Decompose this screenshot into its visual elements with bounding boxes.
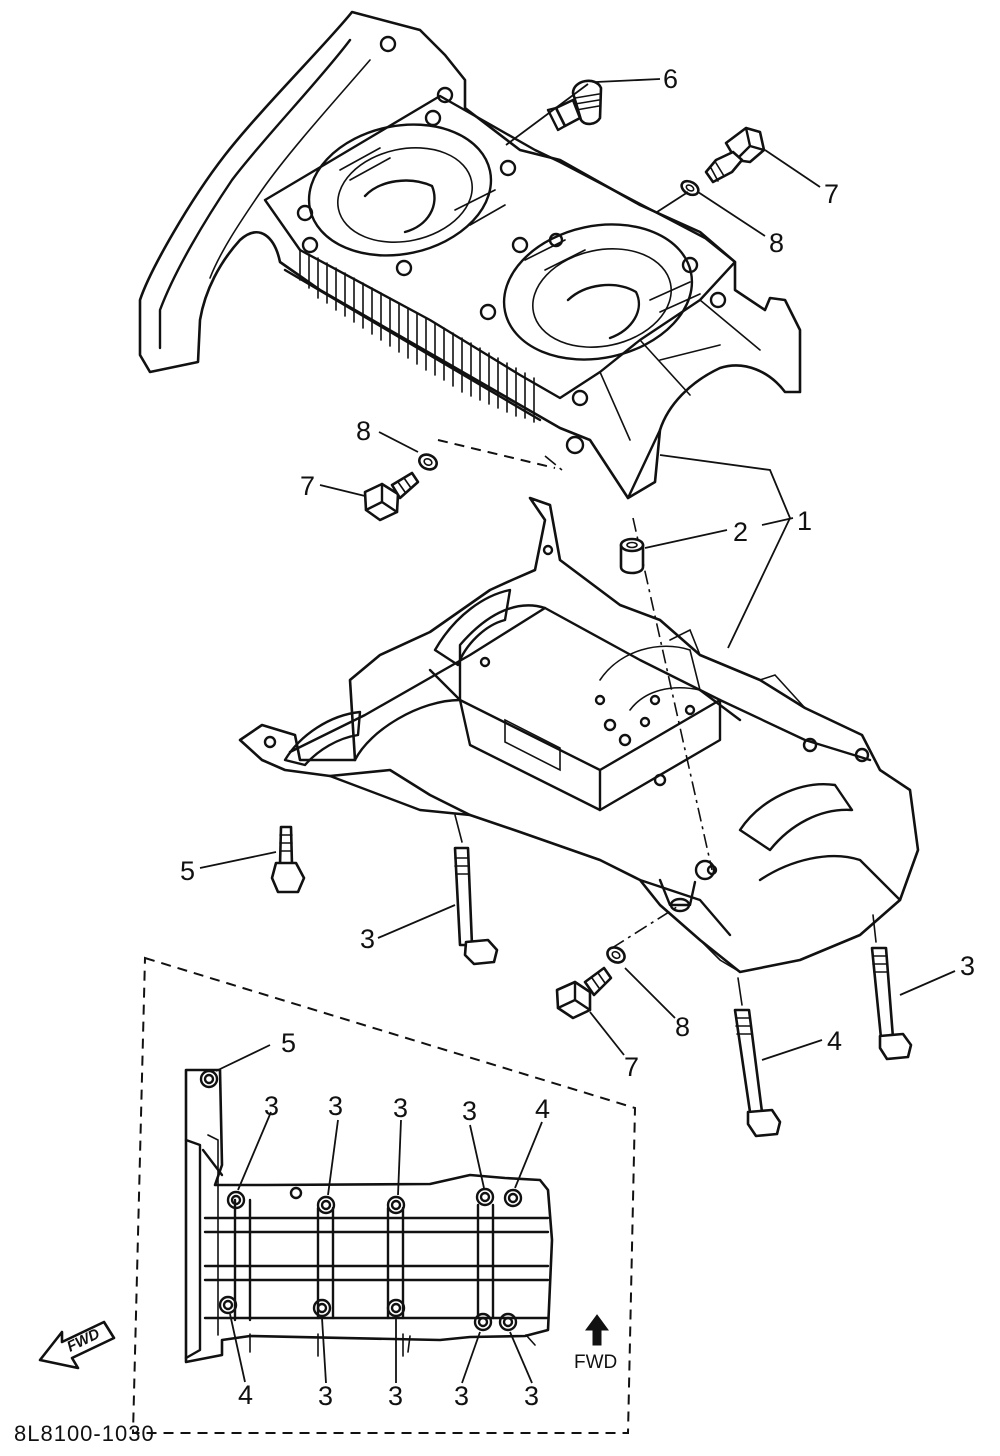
drawing-code: 8L8100-1030 [14,1421,155,1446]
callout-3-right: 3 [960,951,975,981]
part-7-bolt-upper [704,126,766,184]
part-8-washer-left [418,453,438,471]
inset-callout-3: 3 [524,1381,539,1411]
inset-callout-3: 3 [454,1381,469,1411]
part-5-bolt [270,825,306,894]
callout-7-upper: 7 [824,179,839,209]
callout-6: 6 [663,64,678,94]
fwd-label-up: FWD [574,1352,617,1373]
callout-8-lower: 8 [675,1012,690,1042]
bottom-view-inset [131,956,637,1434]
part-2-dowel-pin [619,537,645,575]
upper-crankcase [138,10,802,500]
inset-callout-3: 3 [393,1093,408,1123]
fwd-arrow-diagonal: FWD [38,1320,116,1370]
callout-3-left: 3 [360,924,375,954]
callout-8-left: 8 [356,416,371,446]
inset-callout-3: 3 [328,1091,343,1121]
inset-callout-3: 3 [388,1381,403,1411]
part-8-washer-lower [606,946,626,964]
fwd-arrow-up [585,1314,609,1346]
inset-callout-3: 3 [264,1091,279,1121]
part-7-bolt-lower [555,966,613,1020]
inset-callout-5: 5 [281,1028,296,1058]
callout-7-left: 7 [300,471,315,501]
part-3-long-bolt-left [453,846,499,966]
inset-callout-4: 4 [535,1094,550,1124]
callout-8-upper: 8 [769,228,784,258]
part-6-plug [546,79,603,132]
callout-7-lower: 7 [624,1052,639,1082]
callout-4: 4 [827,1026,842,1056]
part-3-long-bolt-right [870,946,913,1061]
inset-callout-4: 4 [238,1380,253,1410]
inset-callout-3: 3 [462,1096,477,1126]
inset-callout-3: 3 [318,1381,333,1411]
callout-1: 1 [797,506,812,536]
lower-crankcase [238,496,920,974]
part-7-bolt-left [363,471,420,522]
part-4-long-bolt [733,1008,782,1138]
callout-5: 5 [180,856,195,886]
callout-2: 2 [733,517,748,547]
